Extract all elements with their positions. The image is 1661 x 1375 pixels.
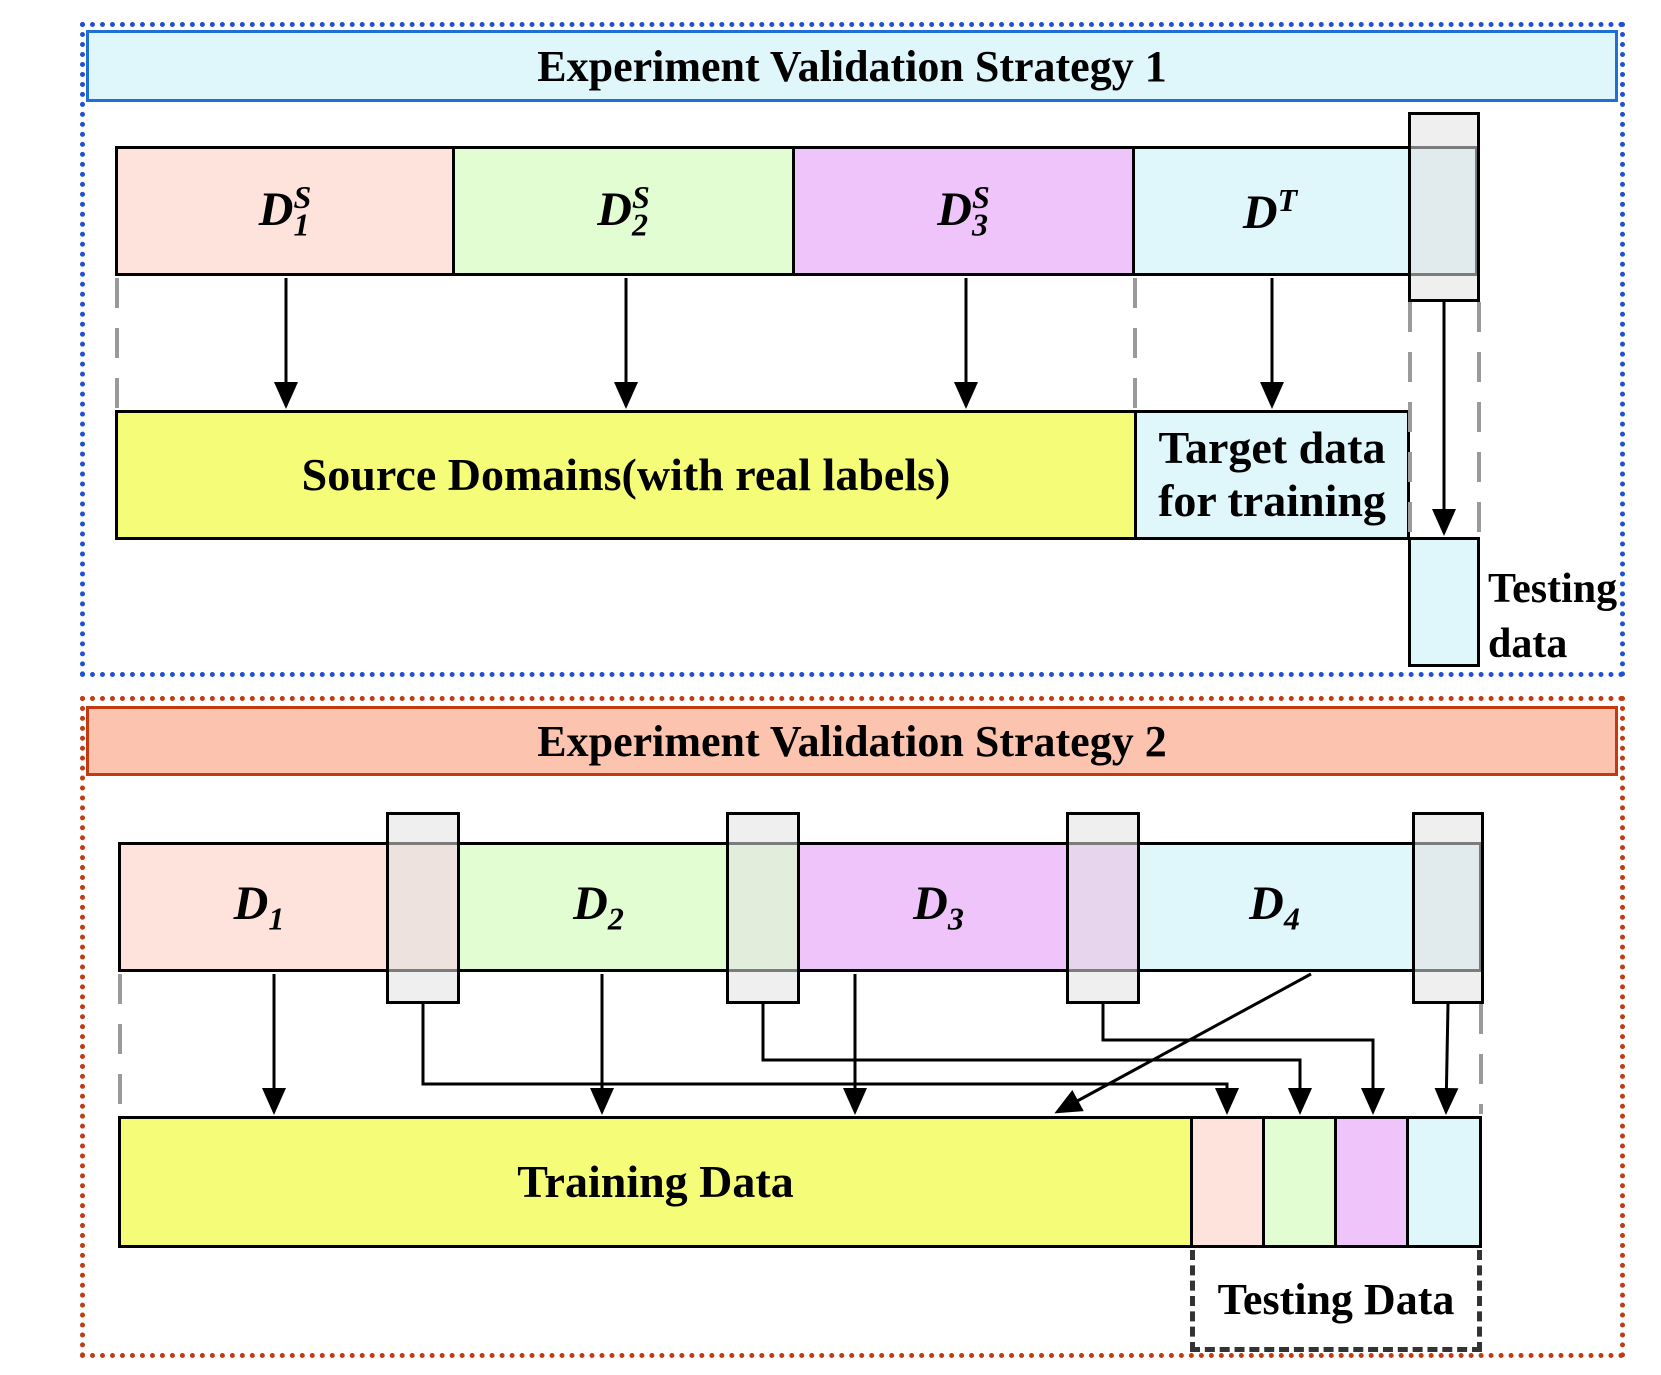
testing-slice-d3	[1066, 812, 1140, 1004]
target-training-bar: Target data for training	[1134, 410, 1410, 540]
test-part-d4	[1406, 1116, 1482, 1248]
strategy2-frame	[80, 696, 1625, 1358]
strategy1-frame	[80, 22, 1625, 677]
domain-d2s: D2S	[455, 146, 795, 276]
testing-data-label-s2: Testing Data	[1217, 1274, 1455, 1324]
target-label-line2: for training	[1158, 475, 1386, 526]
testing-slice-s1	[1408, 112, 1480, 302]
testing-slice-d4	[1412, 812, 1484, 1004]
dashed-guides-s2	[118, 974, 1483, 1114]
testing-slice-d1	[386, 812, 460, 1004]
domain-d1s: D1S	[115, 146, 455, 276]
training-data-bar: Training Data	[118, 1116, 1193, 1248]
dashed-guides-s1	[115, 278, 1481, 535]
arrows-s1	[274, 278, 1456, 536]
arrows-s2	[262, 972, 1459, 1115]
testing-data-bracket	[1190, 1250, 1482, 1352]
domain-d3s: D3S	[795, 146, 1135, 276]
testing-line1: Testing	[1488, 566, 1618, 612]
testing-box-s1	[1408, 537, 1480, 667]
source-domains-bar: Source Domains(with real labels)	[115, 410, 1137, 540]
target-label-line1: Target data	[1158, 422, 1386, 474]
strategy2-title: Experiment Validation Strategy 2	[86, 706, 1618, 776]
testing-slice-d2	[726, 812, 800, 1004]
testing-data-label-s1: Testing data	[1488, 562, 1617, 671]
test-part-d2	[1262, 1116, 1337, 1248]
strategy1-title: Experiment Validation Strategy 1	[86, 30, 1618, 102]
testing-line2: data	[1488, 620, 1568, 667]
